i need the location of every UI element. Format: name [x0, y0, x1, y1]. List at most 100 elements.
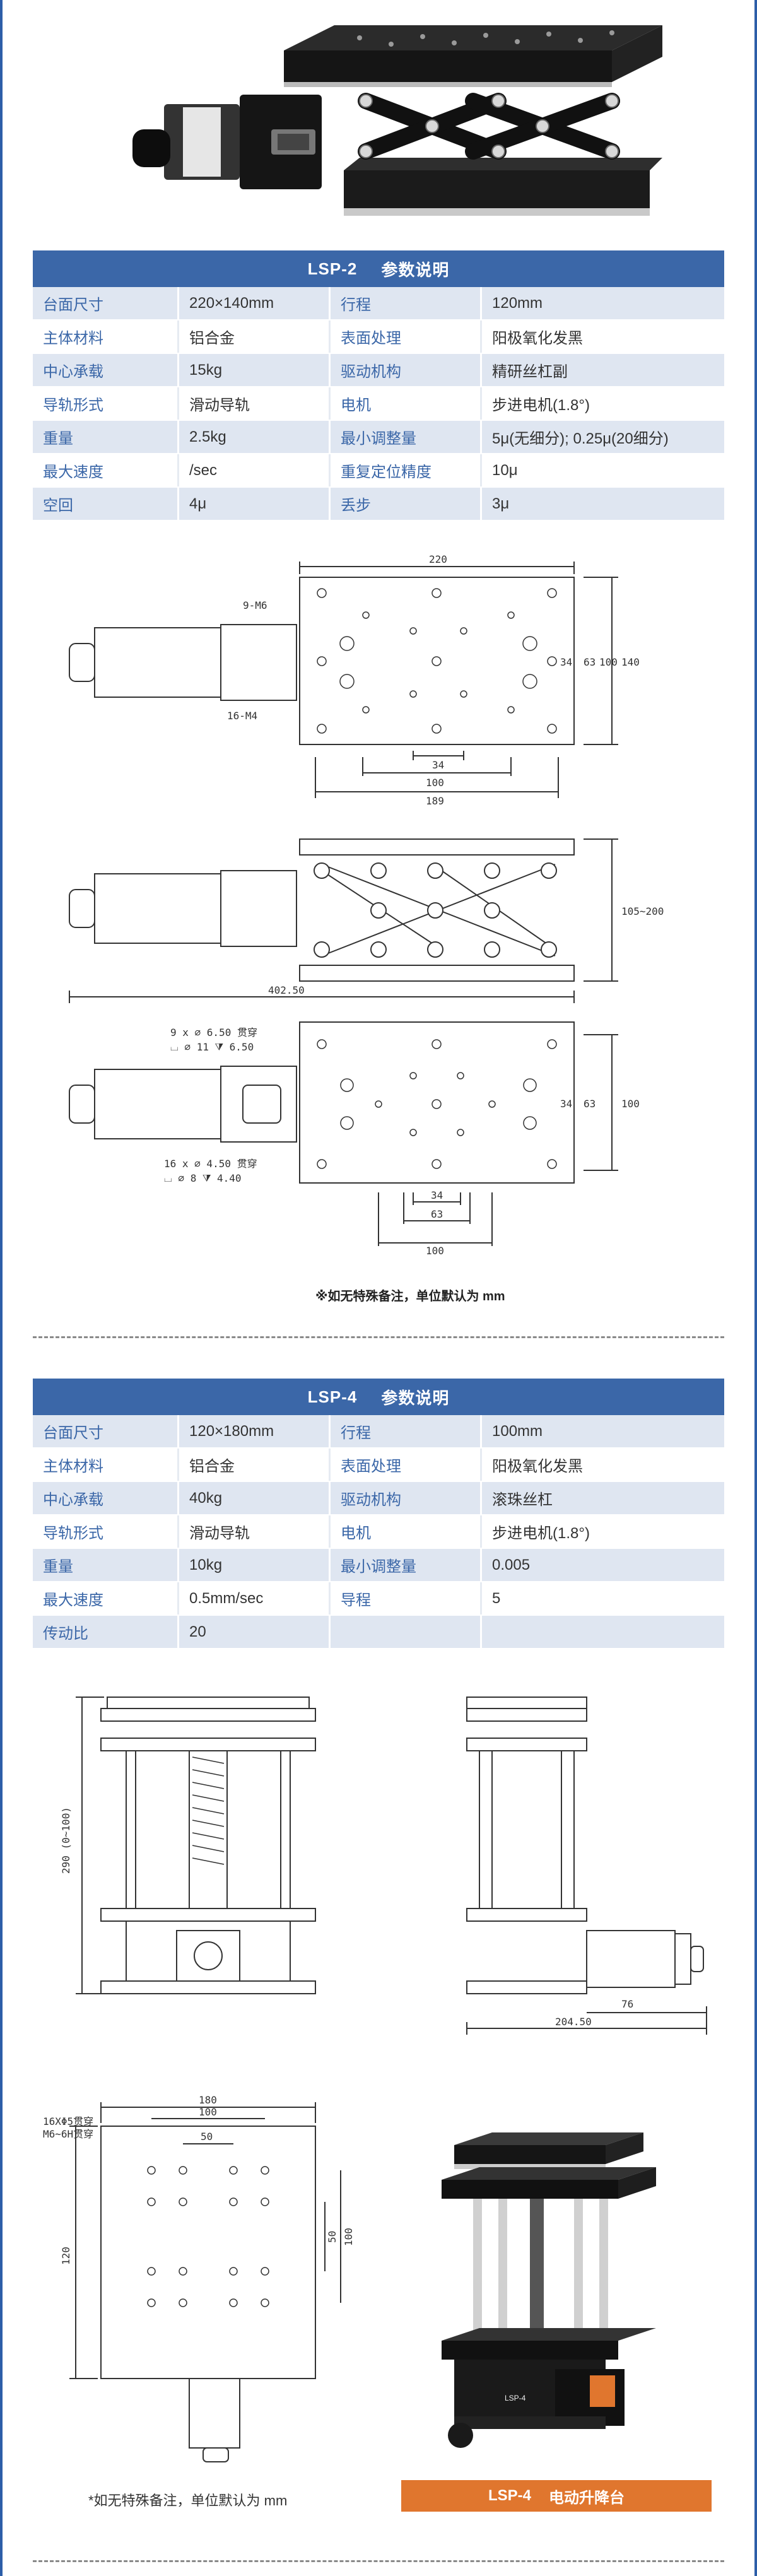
spec-label: 台面尺寸: [33, 287, 179, 319]
lsp4-front-view-drawing: 290 (0~100): [57, 1685, 334, 2038]
spec-value: 3μ: [492, 495, 510, 512]
spec-value: 15kg: [179, 354, 331, 386]
photo-label: LSP-4: [505, 2394, 526, 2403]
spec-value: 40kg: [179, 1482, 331, 1514]
spec-label: 主体材料: [33, 1449, 179, 1481]
hole-spec-b2: ⌴ ∅ 8 ⧩ 4.40: [164, 1172, 242, 1184]
dim-189: 189: [426, 795, 444, 807]
left-border: [0, 0, 3, 2576]
spec-label: 重量: [33, 1549, 179, 1581]
table-row: 空回 4μ 丢步 3μ: [33, 488, 724, 521]
spec-value: 步进电机(1.8°): [492, 397, 590, 414]
dim-50-side: 50: [326, 2231, 338, 2243]
spec-value: 220×140mm: [179, 287, 331, 319]
dim-140: 140: [621, 656, 640, 668]
bottom-divider: [33, 2560, 724, 2562]
spec-value: 2.5kg: [179, 421, 331, 453]
lsp4-side-view-drawing: 76 204.50: [442, 1685, 732, 2038]
spec-value: 120×180mm: [179, 1415, 331, 1447]
lsp4-header-title: 参数说明: [381, 1388, 450, 1408]
spec-value: 100mm: [492, 1422, 543, 1440]
lsp4-spec-table: LSP-4 参数说明 台面尺寸 120×180mm 行程 100mm 主体材料 …: [33, 1379, 724, 1649]
hole-spec-m6: M6~6H贯穿: [43, 2128, 93, 2140]
lsp4-product-photo: LSP-4: [429, 2132, 669, 2461]
dim-34-v: 34: [560, 656, 572, 668]
spec-label: [331, 1616, 482, 1648]
table-row: 台面尺寸 220×140mm 行程 120mm: [33, 287, 724, 321]
dim-290: 290 (0~100): [60, 1807, 72, 1874]
table-row: 导轨形式 滑动导轨 电机 步进电机(1.8°): [33, 1515, 724, 1549]
spec-value: 滑动导轨: [179, 387, 331, 420]
table-row: 导轨形式 滑动导轨 电机 步进电机(1.8°): [33, 387, 724, 421]
table-row: 主体材料 铝合金 表面处理 阳极氧化发黑: [33, 1449, 724, 1482]
lsp2-product-photo: [95, 0, 662, 237]
dim-50-top: 50: [201, 2131, 213, 2143]
spec-label: 驱动机构: [331, 1482, 482, 1514]
spec-label: 最小调整量: [331, 421, 482, 453]
spec-value: 铝合金: [179, 1449, 331, 1481]
lsp4-unit-note: *如无特殊备注，单位默认为 mm: [88, 2493, 288, 2508]
spec-label: 最大速度: [33, 454, 179, 486]
spec-value: 0.005: [492, 1556, 531, 1573]
dim-180: 180: [199, 2095, 217, 2106]
table-row: 传动比 20: [33, 1616, 724, 1649]
dim-100: 100: [426, 777, 444, 789]
dim-63-b: 63: [431, 1208, 443, 1220]
spec-value: 20: [179, 1616, 331, 1648]
lsp2-unit-note: ※如无特殊备注，单位默认为 mm: [315, 1290, 505, 1303]
spec-label: 最小调整量: [331, 1549, 482, 1581]
dim-100-side: 100: [343, 2228, 355, 2246]
spec-label: 行程: [331, 287, 482, 319]
spec-label: 中心承载: [33, 354, 179, 386]
table-row: 台面尺寸 120×180mm 行程 100mm: [33, 1415, 724, 1449]
spec-value: [482, 1616, 724, 1648]
lsp4-top-view-drawing: 180 100 50 16XΦ5贯穿 M6~6H贯穿 120 100 50: [38, 2095, 366, 2473]
lsp4-product-badge: LSP-4 电动升降台: [401, 2480, 712, 2512]
lsp2-side-view-drawing: 105~200 402.50: [50, 833, 681, 1022]
spec-value: 4μ: [179, 488, 331, 520]
spec-label: 中心承载: [33, 1482, 179, 1514]
dim-34-b: 34: [431, 1189, 443, 1201]
spec-value: 10μ: [492, 461, 518, 479]
dim-9-m6: 9-M6: [243, 599, 267, 611]
hole-spec-a2: ⌴ ∅ 11 ⧩ 6.50: [170, 1041, 254, 1053]
spec-value: 10kg: [179, 1549, 331, 1581]
dim-76: 76: [621, 1998, 633, 2010]
hole-spec-b: 16 x ∅ 4.50 贯穿: [164, 1158, 257, 1170]
dim-100-v: 100: [599, 656, 618, 668]
dim-100-top: 100: [199, 2106, 217, 2118]
hole-spec-16: 16XΦ5贯穿: [43, 2115, 93, 2127]
spec-value: 阳极氧化发黑: [492, 1458, 583, 1475]
hole-spec-a: 9 x ∅ 6.50 贯穿: [170, 1026, 257, 1038]
spec-value: 精研丝杠副: [492, 363, 568, 380]
spec-label: 导轨形式: [33, 387, 179, 420]
lsp4-spec-header: LSP-4 参数说明: [33, 1379, 724, 1415]
table-row: 重量 2.5kg 最小调整量 5μ(无细分); 0.25μ(20细分): [33, 421, 724, 454]
dim-34: 34: [432, 759, 444, 771]
spec-label: 重量: [33, 421, 179, 453]
spec-value: 5μ(无细分); 0.25μ(20细分): [492, 430, 669, 447]
spec-label: 电机: [331, 387, 482, 420]
spec-value: 滚珠丝杠: [492, 1491, 553, 1509]
spec-label: 丢步: [331, 488, 482, 520]
dim-34-bv: 34: [560, 1098, 572, 1110]
spec-label: 最大速度: [33, 1582, 179, 1614]
badge-model: LSP-4: [488, 2487, 531, 2504]
spec-value: /sec: [179, 454, 331, 486]
dim-105-200: 105~200: [621, 905, 664, 917]
spec-label: 重复定位精度: [331, 454, 482, 486]
dim-120: 120: [60, 2247, 72, 2265]
right-border: [754, 0, 757, 2576]
spec-label: 导程: [331, 1582, 482, 1614]
spec-value: 滑动导轨: [179, 1515, 331, 1548]
spec-value: 阳极氧化发黑: [492, 330, 583, 347]
table-row: 最大速度 0.5mm/sec 导程 5: [33, 1582, 724, 1616]
dim-63-bv: 63: [584, 1098, 596, 1110]
dim-16-m4: 16-M4: [227, 710, 257, 722]
table-row: 主体材料 铝合金 表面处理 阳极氧化发黑: [33, 321, 724, 354]
dim-220: 220: [429, 553, 447, 565]
spec-label: 电机: [331, 1515, 482, 1548]
lsp2-header-title: 参数说明: [381, 260, 450, 279]
spec-value: 0.5mm/sec: [179, 1582, 331, 1614]
lsp4-model: LSP-4: [307, 1387, 358, 1406]
